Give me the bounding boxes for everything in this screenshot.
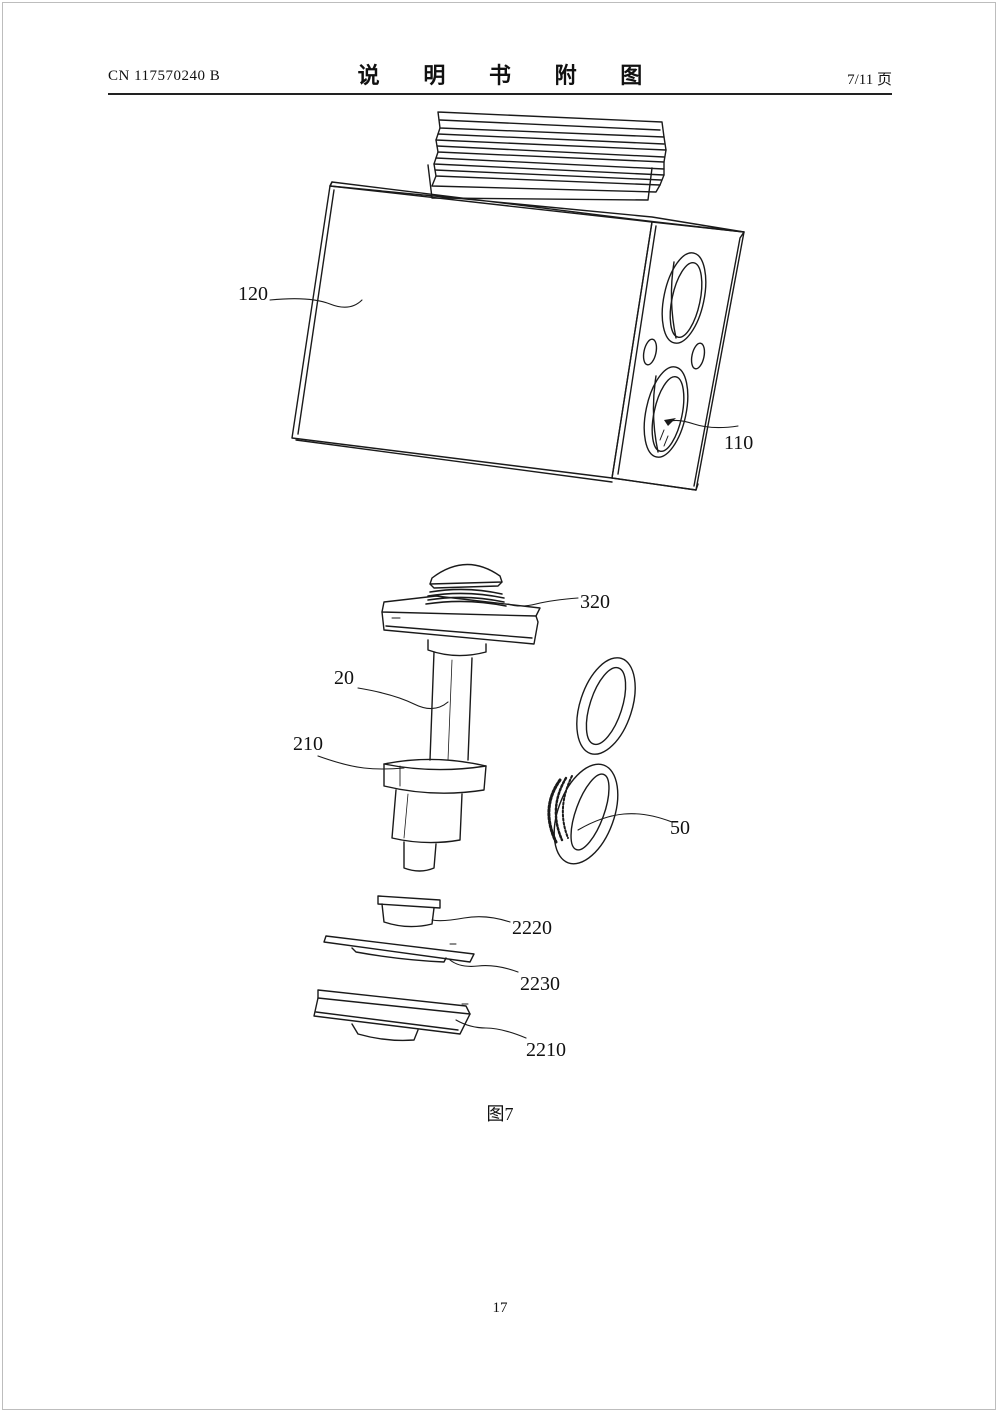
document-id: CN 117570240 B	[108, 68, 221, 84]
leader-110	[667, 419, 739, 429]
o-ring	[576, 657, 636, 755]
spool-assembly	[381, 563, 541, 872]
valve-body	[291, 111, 745, 491]
leader-20	[357, 687, 449, 710]
label-110: 110	[724, 432, 753, 454]
top-plate	[381, 595, 541, 617]
header-rule	[108, 93, 892, 95]
page-header: CN 117570240 B 说 明 书 附 图 7/11 页	[108, 58, 892, 92]
page-of-total: 7/11 页	[847, 72, 892, 88]
page-number: 17	[492, 1300, 508, 1316]
leader-2220	[431, 916, 511, 923]
leader-210	[317, 755, 405, 770]
figure-caption: 图7	[486, 1104, 514, 1124]
section-title: 说 明 书 附 图	[357, 64, 661, 89]
leader-50	[577, 813, 673, 831]
leader-2210	[455, 1019, 527, 1039]
leader-lines	[269, 298, 739, 1039]
label-210: 210	[293, 733, 323, 755]
label-2220: 2220	[512, 917, 552, 939]
label-120: 120	[238, 283, 268, 305]
port-openings	[642, 252, 707, 458]
cup-2220	[377, 895, 441, 928]
diaphragm-2230	[323, 935, 475, 963]
label-320: 320	[580, 591, 610, 613]
leader-2230	[449, 959, 519, 973]
leader-120	[269, 298, 363, 308]
filter-assembly	[547, 763, 619, 865]
threaded-neck	[427, 111, 667, 201]
body-left-face	[291, 185, 653, 479]
label-2230: 2230	[520, 973, 560, 995]
collar-210	[383, 758, 487, 794]
label-20: 20	[334, 667, 354, 689]
dome-cap	[429, 563, 503, 585]
reference-numerals: 120 110 320 20 210 50 2220 2230 2210	[238, 283, 753, 1061]
seat-2210	[313, 989, 471, 1042]
spring-coils	[425, 588, 507, 607]
label-50: 50	[670, 817, 690, 839]
label-2210: 2210	[526, 1039, 566, 1061]
leader-320	[507, 597, 579, 607]
